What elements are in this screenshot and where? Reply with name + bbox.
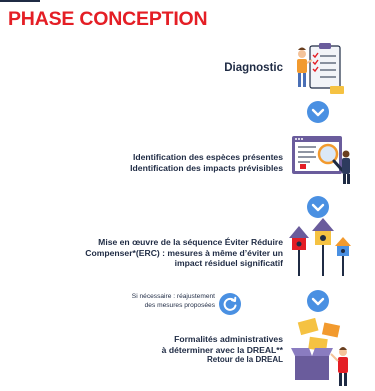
- arrow-down-circle-icon: [307, 101, 329, 123]
- step-identification: Identification des espèces présentes Ide…: [130, 152, 283, 173]
- step-diagnostic: Diagnostic: [224, 61, 283, 75]
- step-2-line-2: Identification des impacts prévisibles: [130, 162, 283, 173]
- arrow-down-circle-icon: [307, 290, 329, 312]
- arrow-down-circle-icon: [307, 196, 329, 218]
- step-3-line-3: impact résiduel significatif: [174, 258, 283, 269]
- title-underline: [0, 0, 40, 2]
- step-4-line-2: à déterminer avec la DREAL**: [161, 344, 283, 355]
- step-3-line-1: Mise en œuvre de la séquence Éviter Rédu…: [98, 237, 283, 247]
- boxes-person-icon: [291, 318, 348, 386]
- note-line-2: des mesures proposées: [144, 301, 215, 309]
- step-2-line-1: Identification des espèces présentes: [133, 152, 283, 162]
- readjustment-note: Si nécessaire : réajustement des mesures…: [132, 293, 215, 310]
- step-erc: Mise en œuvre de la séquence Éviter Rédu…: [85, 237, 283, 269]
- step-4-line-3: Retour de la DREAL: [206, 355, 283, 365]
- step-3-line-2: Compenser*(ERC) : mesures à même d’évite…: [85, 247, 283, 258]
- birdhouses-icon: [289, 218, 351, 276]
- clipboard-checklist-person-icon: [297, 43, 344, 94]
- step-1-line-1: Diagnostic: [224, 62, 283, 74]
- note-line-1: Si nécessaire : réajustement: [131, 293, 215, 300]
- refresh-cycle-icon: [219, 293, 241, 315]
- magnifier-screen-icon: [292, 136, 350, 184]
- page-title: PHASE CONCEPTION: [8, 8, 208, 30]
- step-formalites: Formalités administratives à déterminer …: [162, 334, 283, 365]
- step-4-line-1: Formalités administratives: [174, 334, 283, 344]
